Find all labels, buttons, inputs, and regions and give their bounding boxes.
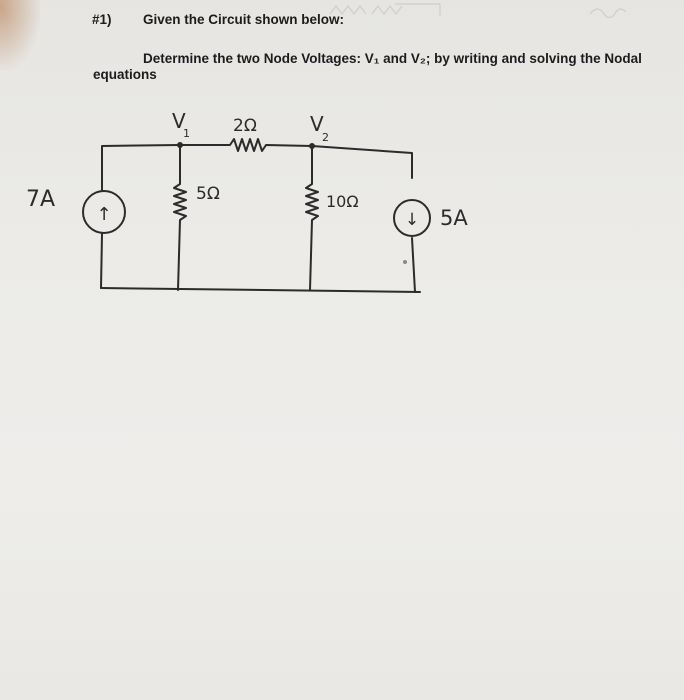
series-resistor-2ohm xyxy=(179,138,313,152)
node-v1-subscript: 1 xyxy=(183,127,190,140)
bottom-wire xyxy=(100,287,421,293)
stray-mark xyxy=(403,260,407,264)
node-v1-dot xyxy=(177,142,183,148)
node-v2-subscript: 2 xyxy=(322,131,329,144)
source-7a-arrow-icon: ↑ xyxy=(96,204,111,225)
problem-prompt: Given the Circuit shown below: xyxy=(143,12,345,27)
problem-instructions: Determine the two Node Voltages: V₁ and … xyxy=(143,51,642,66)
top-wire-right xyxy=(311,145,413,179)
problem-number: #1) xyxy=(92,12,112,27)
source-5a-arrow-icon: ↓ xyxy=(405,210,419,230)
finger-shadow xyxy=(0,0,40,70)
node-v2-label: V xyxy=(310,112,324,136)
node-v1-label: V xyxy=(172,109,186,133)
top-wire-left xyxy=(101,144,181,148)
resistor-10ohm-label: 10Ω xyxy=(326,192,359,211)
series-resistor-label: 2Ω xyxy=(233,116,257,136)
current-source-5a xyxy=(393,199,431,237)
resistor-5ohm-label: 5Ω xyxy=(196,184,220,204)
resistor-5ohm xyxy=(173,144,187,291)
resistor-10ohm xyxy=(305,145,319,291)
current-source-7a xyxy=(82,190,126,234)
bleed-through-marks xyxy=(329,3,627,19)
node-v2-dot xyxy=(309,143,315,149)
source-7a-label: 7A xyxy=(26,187,55,212)
source-5a-label: 5A xyxy=(440,206,468,230)
right-wire-bottom xyxy=(411,237,416,293)
left-wire-bottom xyxy=(100,233,103,289)
problem-instructions-continued: equations xyxy=(93,67,157,82)
